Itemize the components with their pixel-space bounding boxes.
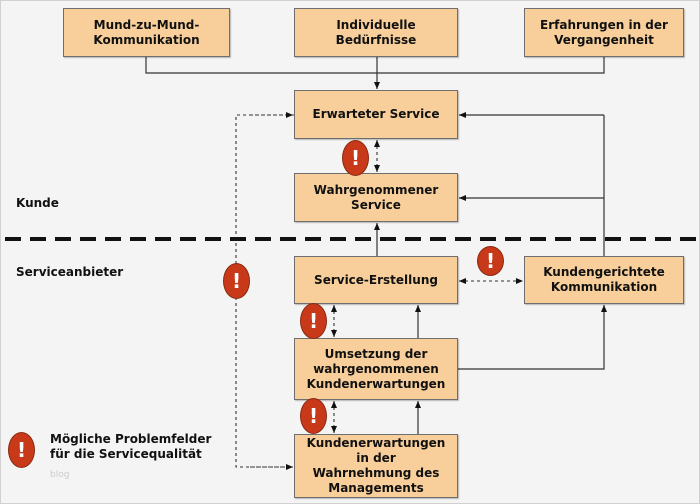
- exclamation-icon: !: [300, 303, 327, 339]
- box-personal-needs: Individuelle Bedürfnisse: [294, 8, 458, 57]
- connector-inputs: [145, 57, 605, 74]
- box-service-delivery: Service-Erstellung: [294, 256, 458, 304]
- exclamation-icon: !: [300, 398, 327, 434]
- exclamation-icon: !: [223, 263, 250, 299]
- legend-text: Mögliche Problemfelder für die Servicequ…: [50, 432, 212, 461]
- exclamation-icon: !: [342, 140, 369, 176]
- box-word-of-mouth: Mund-zu-Mund- Kommunikation: [63, 8, 230, 57]
- zone-label-customer: Kunde: [16, 196, 59, 210]
- box-customer-communication: Kundengerichtete Kommunikation: [524, 256, 684, 304]
- box-expected-service: Erwarteter Service: [294, 90, 458, 139]
- box-translation: Umsetzung der wahrgenommenen Kundenerwar…: [294, 338, 458, 400]
- exclamation-icon: !: [477, 246, 504, 276]
- box-past-experience: Erfahrungen in der Vergangenheit: [524, 8, 684, 57]
- zone-label-provider: Serviceanbieter: [16, 265, 124, 279]
- arrow-translation-communication: [458, 305, 607, 370]
- legend-exclamation-icon: !: [8, 432, 35, 468]
- box-management-perception: Kundenerwartungen in der Wahrnehmung des…: [294, 434, 458, 498]
- box-perceived-service: Wahrgenommener Service: [294, 173, 458, 222]
- watermark: blog: [50, 470, 70, 480]
